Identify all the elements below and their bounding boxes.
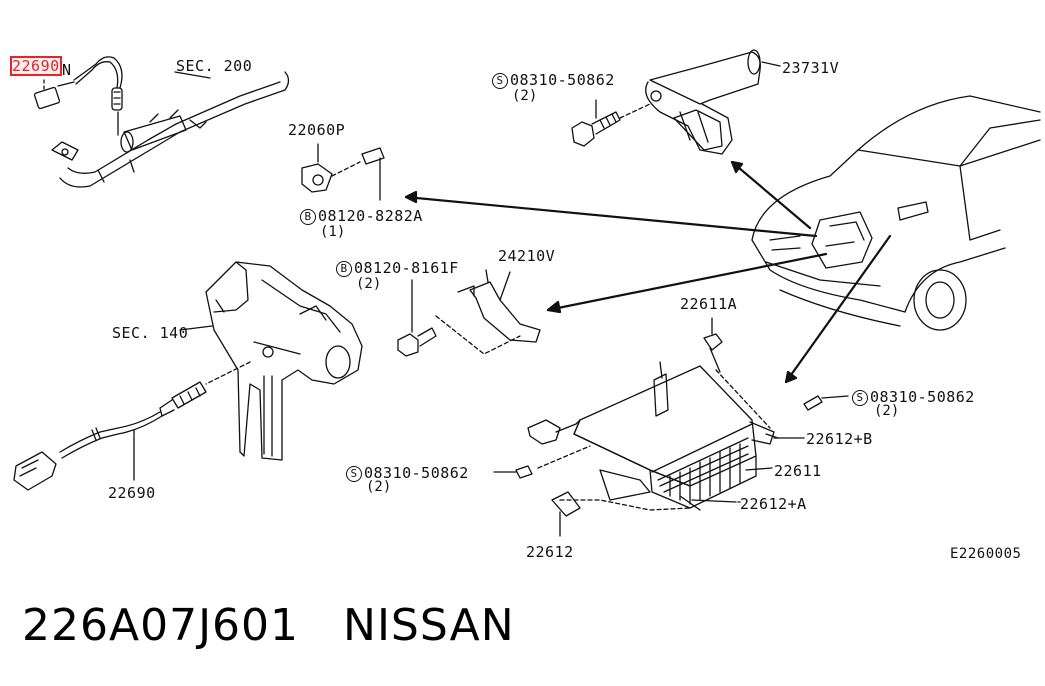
label-bolt-left-qty: (2) (366, 479, 392, 495)
sec140-bracket (179, 261, 363, 461)
manufacturer: NISSAN (343, 600, 515, 651)
label-22611a: 22611A (680, 295, 738, 313)
label-23731v: 23731V (782, 59, 840, 77)
bolt-left-08310 (493, 465, 533, 479)
diagram-code: E2260005 (950, 546, 1022, 562)
label-22611: 22611 (774, 462, 822, 480)
front-exhaust-pipe (51, 71, 290, 188)
label-22690-rear: 22690 (108, 484, 156, 502)
rear-o2-sensor (13, 361, 251, 491)
b-symbol-icon: B (336, 261, 352, 277)
s-symbol-icon: S (346, 466, 362, 482)
front-o2-sensor (33, 56, 123, 136)
label-24210v: 24210V (498, 247, 556, 265)
sec200-leader (174, 71, 211, 79)
bracket-24210v (435, 269, 541, 355)
bolt-top-code: 08310-50862 (510, 71, 615, 89)
bolt-left-code: 08310-50862 (364, 464, 469, 482)
label-22612b: 22612+B (806, 430, 873, 448)
label-sec140: SEC. 140 (112, 324, 189, 342)
bolt-right-code: 08310-50862 (870, 388, 975, 406)
camshaft-sensor-22060p (301, 143, 385, 201)
bolt-top-23731v (571, 99, 651, 147)
s-symbol-icon: S (492, 73, 508, 89)
crank-sensor-23731v (645, 49, 781, 155)
b-symbol-icon: B (300, 209, 316, 225)
leader-lines (691, 437, 805, 503)
arrows (404, 160, 892, 384)
label-22060p: 22060P (288, 121, 346, 139)
label-bolt-right-qty: (2) (874, 403, 900, 419)
label-bolt-b1-qty: (1) (320, 224, 346, 240)
bolt-right-08310 (803, 395, 849, 411)
label-22690-front[interactable]: 22690 (10, 56, 62, 76)
part-number: 226A07J601 (22, 600, 300, 651)
label-bolt-b2-qty: (2) (356, 276, 382, 292)
label-sec200: SEC. 200 (176, 57, 253, 75)
bolt-b1-code: 08120-8282A (318, 207, 423, 225)
car-outline (751, 95, 1041, 331)
parts-diagram (13, 49, 1041, 537)
bolt-b2-code: 08120-8161F (354, 259, 459, 277)
bolt-22611a (703, 317, 723, 373)
footer-caption: 226A07J601 NISSAN (22, 600, 515, 651)
label-bolt-top-qty: (2) (512, 88, 538, 104)
bolt-08120-8161f (397, 279, 437, 357)
clip-22612 (551, 491, 581, 537)
ecu-assembly (527, 361, 779, 511)
label-22612: 22612 (526, 543, 574, 561)
label-22612a: 22612+A (740, 495, 807, 513)
s-symbol-icon: S (852, 390, 868, 406)
label-22690-suffix: N (62, 61, 72, 79)
